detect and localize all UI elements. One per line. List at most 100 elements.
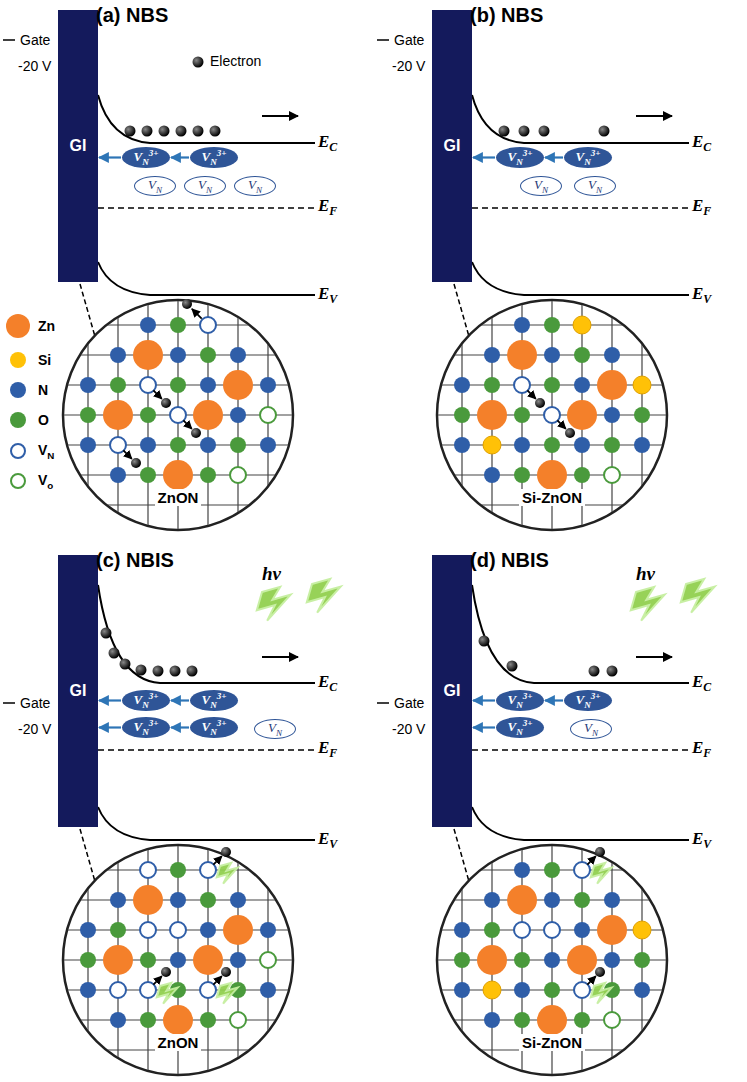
si-atom	[633, 376, 651, 394]
gate-label: -20 V	[392, 721, 425, 737]
lattice	[432, 295, 672, 535]
atom	[140, 952, 156, 968]
light-bolt	[681, 579, 715, 613]
atom	[230, 952, 246, 968]
atom	[110, 892, 126, 908]
atom	[514, 862, 530, 878]
electron-dot	[161, 967, 171, 977]
ionized-vacancy: VN3+	[122, 717, 170, 738]
light-bolt	[257, 587, 291, 621]
atom	[634, 437, 650, 453]
legend-swatch	[6, 314, 30, 338]
atom	[140, 467, 156, 483]
zn-atom	[133, 885, 163, 915]
legend-row: Vo	[6, 472, 53, 491]
node-text: VN3+	[202, 691, 227, 710]
atom	[140, 407, 156, 423]
legend-swatch	[10, 382, 26, 398]
panel-title: (a) NBS	[96, 4, 168, 27]
legend-row: VN	[6, 442, 54, 461]
electron-dot	[101, 628, 112, 639]
electron-dot	[182, 299, 192, 309]
ionized-vacancy: VN3+	[496, 717, 544, 738]
zoom-line	[80, 284, 96, 340]
band-label: EC	[692, 672, 711, 695]
atom	[484, 347, 500, 363]
si-atom	[573, 316, 591, 334]
atom	[80, 407, 96, 423]
legend-row: N	[6, 382, 48, 398]
transfer-arrow	[171, 726, 189, 728]
transfer-arrow	[171, 156, 189, 158]
electron-dot	[221, 967, 231, 977]
grid-line	[57, 300, 58, 530]
node-text: VN3+	[134, 148, 159, 167]
atom	[544, 377, 560, 393]
grid-line	[437, 534, 667, 535]
atom	[634, 407, 650, 423]
o-vacancy	[604, 467, 620, 483]
electron-dot	[589, 666, 600, 677]
node-text: GI	[444, 682, 461, 700]
atom	[484, 377, 500, 393]
electron-dot	[187, 666, 198, 677]
atom	[110, 377, 126, 393]
grid-line	[671, 300, 672, 530]
atom	[604, 407, 620, 423]
light-bolt	[591, 863, 612, 884]
legend-swatch	[10, 473, 26, 489]
atom	[604, 437, 620, 453]
band-label: EC	[318, 132, 337, 155]
atom	[484, 922, 500, 938]
atom	[80, 437, 96, 453]
node-text: GI	[70, 137, 87, 155]
gate-insulator: GI	[58, 10, 98, 282]
light-bolt	[307, 579, 341, 613]
ionized-vacancy: VN3+	[496, 147, 544, 168]
atom	[514, 1012, 530, 1028]
atom	[574, 1012, 590, 1028]
o-vacancy	[230, 1012, 246, 1028]
legend-swatch	[10, 352, 26, 368]
electron-dot	[595, 967, 605, 977]
atom	[574, 922, 590, 938]
zn-atom	[193, 945, 223, 975]
ionized-vacancy: VN3+	[122, 147, 170, 168]
gate-tick	[3, 702, 15, 704]
zn-atom	[133, 340, 163, 370]
legend-text: N	[38, 382, 48, 398]
transfer-arrow	[473, 726, 495, 728]
panel-drawing	[377, 579, 715, 1080]
transfer-arrow	[99, 156, 121, 158]
node-text: VN3+	[134, 718, 159, 737]
electron-dot	[535, 398, 545, 408]
gate-tick	[377, 702, 389, 704]
grid-line	[297, 300, 298, 530]
electron-dot	[161, 398, 171, 408]
zn-atom	[507, 885, 537, 915]
electron-dot	[193, 126, 204, 137]
ionized-vacancy: VN3+	[190, 147, 238, 168]
conduction-band	[98, 95, 315, 143]
atom	[170, 317, 186, 333]
zn-atom	[163, 460, 193, 490]
electron-dot	[599, 126, 610, 137]
light-bolt	[591, 983, 612, 1004]
electron-dot	[142, 126, 153, 137]
atom	[574, 467, 590, 483]
node-text: VN3+	[202, 148, 227, 167]
transfer-arrow	[171, 699, 189, 701]
zn-atom	[193, 400, 223, 430]
gate-tick	[377, 39, 389, 41]
node-text: VN3+	[576, 691, 601, 710]
node-text: GI	[70, 682, 87, 700]
transfer-arrow	[99, 726, 121, 728]
grid-line	[431, 300, 432, 530]
atom	[574, 347, 590, 363]
atom	[454, 407, 470, 423]
atom	[80, 952, 96, 968]
electron-hop	[153, 976, 161, 984]
electron-hop	[527, 390, 535, 398]
atom	[514, 437, 530, 453]
